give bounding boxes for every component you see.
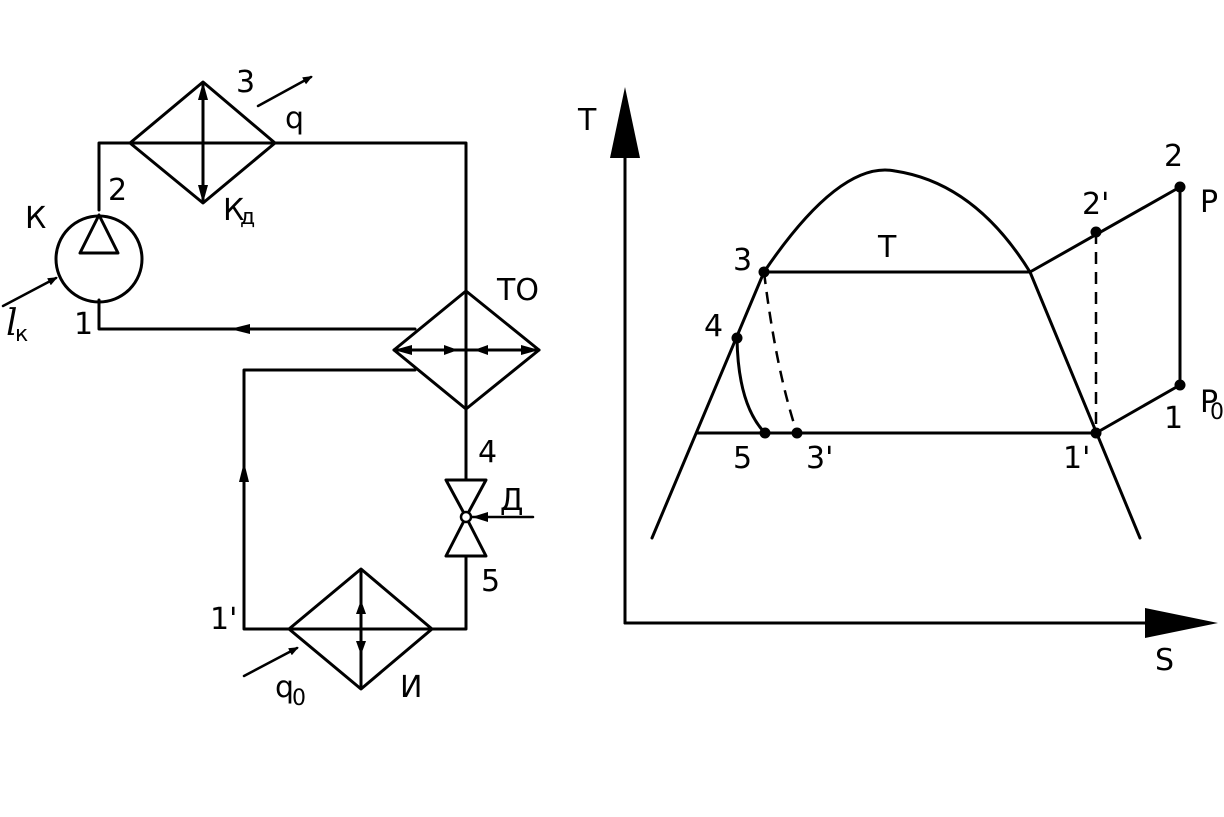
ts-label-3: 3 bbox=[733, 243, 752, 278]
ts-dot-2 bbox=[1174, 181, 1186, 193]
work-label-sub: к bbox=[15, 322, 28, 347]
ts-label-2-prime: 2' bbox=[1082, 187, 1109, 222]
ts-label-4: 4 bbox=[704, 309, 723, 344]
cycle-scheme: К К д ТО Д И q q 0 l к 3 2 1 4 5 1' bbox=[1, 65, 541, 711]
evaporator-label: И bbox=[400, 670, 422, 705]
scheme-piping bbox=[97, 141, 468, 631]
ts-label-5: 5 bbox=[733, 441, 752, 476]
high-pressure-isobar bbox=[1028, 185, 1182, 274]
scheme-point-2: 2 bbox=[108, 173, 127, 208]
throttle-upper-triangle bbox=[444, 478, 488, 519]
work-in-arrow bbox=[1, 276, 58, 308]
ts-label-1-prime: 1' bbox=[1063, 441, 1090, 476]
pipe-evaporator-to-heat-exchanger bbox=[242, 368, 404, 631]
saturation-liquid-line bbox=[650, 270, 766, 540]
ts-dot-3 bbox=[758, 266, 770, 278]
condenser-label-sub: д bbox=[240, 205, 255, 230]
pipe-throttle-to-evaporator bbox=[430, 554, 468, 631]
heat-in-arrow bbox=[242, 646, 299, 678]
scheme-point-5: 5 bbox=[481, 564, 500, 599]
scheme-point-1: 1 bbox=[74, 307, 93, 342]
dashed-line-3-3prime bbox=[762, 271, 799, 434]
ts-dot-4 bbox=[731, 332, 743, 344]
dome-isotherm-label: T bbox=[877, 230, 897, 265]
ts-axis-y-label: T bbox=[577, 103, 597, 138]
throttling-curve bbox=[735, 336, 767, 435]
compressor-triangle-icon bbox=[78, 213, 120, 255]
compressor-body bbox=[54, 214, 144, 304]
ts-label-2: 2 bbox=[1164, 139, 1183, 174]
ts-dot-1 bbox=[1174, 379, 1186, 391]
pipe-compressor-to-condenser bbox=[97, 141, 132, 212]
ts-axis-x-arrow bbox=[1145, 608, 1218, 638]
ts-axes bbox=[610, 87, 1218, 638]
ts-axis-x-label: S bbox=[1155, 643, 1174, 678]
evaporator bbox=[287, 567, 434, 691]
saturation-vapor-line bbox=[1028, 270, 1142, 540]
heat-exchanger bbox=[392, 289, 541, 411]
throttle-label: Д bbox=[500, 483, 523, 518]
ts-axis-y-arrow bbox=[610, 87, 640, 158]
scheme-point-3: 3 bbox=[236, 65, 255, 100]
compressor-label: К bbox=[25, 201, 46, 236]
condenser-label: К bbox=[223, 193, 244, 228]
ts-dot-2-prime bbox=[1090, 226, 1102, 238]
heat-exchanger-label: ТО bbox=[496, 273, 539, 308]
ts-diagram: T S T P P 0 3 4 5 3' 1' 2' 2 1 bbox=[577, 87, 1224, 678]
ts-dot-5 bbox=[759, 427, 771, 439]
throttle-valve bbox=[444, 478, 535, 558]
pipe-condenser-to-heat-exchanger bbox=[273, 141, 468, 293]
pipe-heat-exchanger-to-compressor bbox=[97, 298, 404, 331]
heat-out-label: q bbox=[285, 101, 304, 136]
work-label: l bbox=[6, 303, 18, 344]
scheme-point-4: 4 bbox=[478, 435, 497, 470]
ts-label-3-prime: 3' bbox=[806, 441, 833, 476]
ts-label-1: 1 bbox=[1164, 401, 1183, 436]
heat-out-arrow bbox=[256, 75, 313, 108]
pressure-high-label: P bbox=[1200, 185, 1218, 220]
scheme-point-1-prime: 1' bbox=[210, 602, 237, 637]
pressure-low-label: P bbox=[1200, 385, 1218, 420]
low-pressure-isobar bbox=[1094, 383, 1182, 435]
condenser bbox=[128, 80, 277, 205]
ts-dot-3-prime bbox=[791, 427, 803, 439]
heat-in-label: q bbox=[275, 670, 294, 705]
heat-in-label-sub: 0 bbox=[292, 686, 306, 711]
compressor bbox=[54, 213, 144, 304]
throttle-lower-triangle bbox=[444, 515, 488, 558]
flow-arrow-return bbox=[230, 324, 250, 334]
saturation-dome-top bbox=[762, 168, 1032, 274]
ts-dot-1-prime bbox=[1090, 427, 1102, 439]
flow-arrow-evaporator-outlet bbox=[239, 462, 249, 482]
pressure-low-label-sub: 0 bbox=[1210, 400, 1224, 425]
